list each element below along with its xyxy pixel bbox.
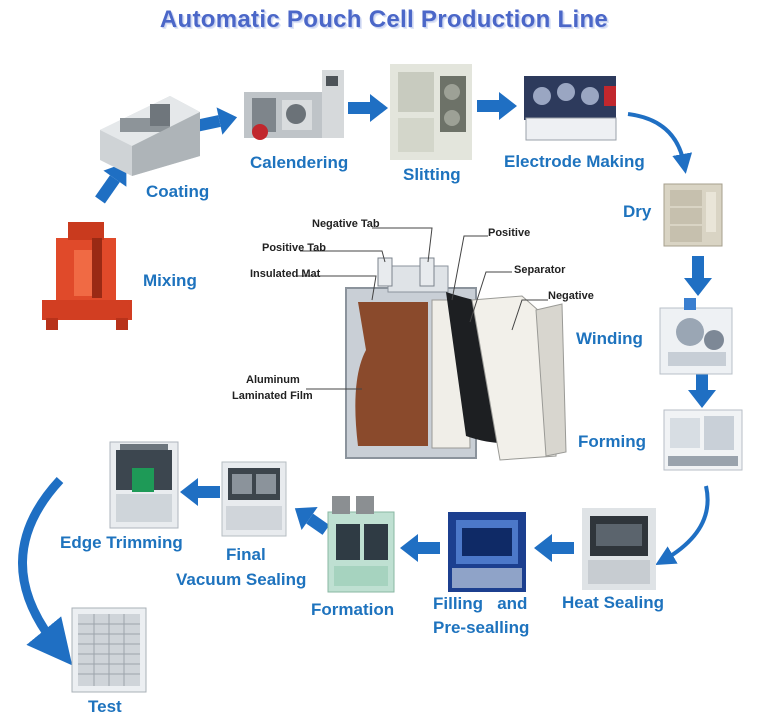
label-forming: Forming — [578, 432, 646, 451]
label-separator: Separator — [514, 264, 566, 276]
label-dry: Dry — [623, 202, 652, 221]
arrow-coating-calendering — [194, 107, 238, 135]
label-coating: Coating — [146, 182, 210, 201]
final-vacuum-sealing-machine-image — [221, 461, 287, 537]
label-test: Test — [88, 697, 122, 716]
label-edge-trimming: Edge Trimming — [60, 533, 183, 552]
diagram-leader-lines — [296, 227, 548, 390]
pouch-cell-diagram — [345, 257, 567, 461]
page-title: Automatic Pouch Cell Production Line — [159, 6, 609, 33]
label-filling: Filling and — [433, 594, 528, 613]
edge-trimming-machine-image — [109, 441, 179, 529]
arrow-edge-test — [18, 476, 73, 666]
arrow-final-edge — [180, 478, 220, 506]
label-negative: Negative — [548, 290, 594, 302]
label-positive-tab: Positive Tab — [262, 242, 326, 254]
label-insulated-mat: Insulated Mat — [250, 268, 321, 280]
label-slitting: Slitting — [403, 165, 461, 184]
label-calendering: Calendering — [250, 153, 349, 172]
arrow-forming-heat — [655, 485, 710, 566]
electrode-making-machine-image — [524, 76, 617, 141]
label-pre-sealing: Pre-sealling — [433, 618, 530, 637]
test-cabinet-image — [71, 607, 147, 693]
arrow-heat-filling — [534, 534, 574, 562]
forming-machine-image — [663, 409, 743, 471]
label-heat-sealing: Heat Sealing — [562, 593, 665, 612]
formation-machine-image — [327, 496, 395, 593]
slitting-machine-image — [390, 64, 472, 160]
label-final: Final — [226, 545, 266, 564]
dry-oven-image — [663, 183, 723, 247]
arrow-filling-formation — [400, 534, 440, 562]
heat-sealing-machine-image — [582, 508, 656, 590]
label-winding: Winding — [576, 329, 643, 348]
arrow-formation-final — [294, 507, 330, 535]
filling-machine-image — [448, 512, 526, 592]
arrow-electrode-dry — [627, 112, 693, 174]
label-negative-tab: Negative Tab — [312, 218, 380, 230]
arrow-slitting-electrode — [477, 92, 517, 120]
label-electrode-making: Electrode Making — [504, 152, 645, 171]
label-formation: Formation — [311, 600, 395, 619]
label-mixing: Mixing — [143, 271, 197, 290]
winding-machine-image — [659, 298, 733, 375]
label-vacuum-sealing: Vacuum Sealing — [176, 570, 307, 589]
arrow-dry-winding — [684, 256, 712, 296]
coating-machine-image — [100, 96, 200, 176]
label-positive: Positive — [488, 227, 531, 239]
label-aluminum: Aluminum — [246, 374, 300, 386]
calendering-machine-image — [244, 70, 344, 140]
mixing-machine-image — [42, 222, 132, 330]
arrow-calendering-slitting — [348, 94, 388, 122]
label-laminated-film: Laminated Film — [232, 390, 313, 402]
